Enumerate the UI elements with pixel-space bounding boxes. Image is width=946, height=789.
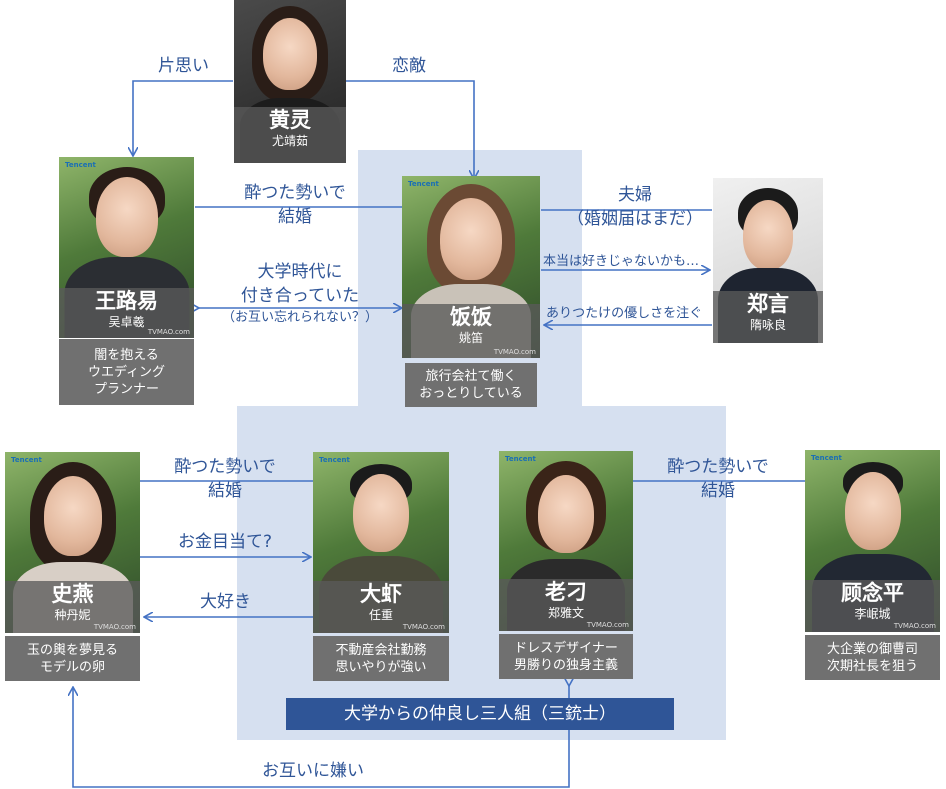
name-wangluyi: 王路易	[95, 289, 158, 313]
line-kataomoi	[133, 80, 233, 155]
label-kindness: ありつたけの優しさを注ぐ	[546, 306, 703, 321]
portrait-fanfan: Tencent 饭饭 姚笛 TVMAO.com	[402, 176, 540, 358]
desc-line: ドレスデザイナー	[514, 640, 618, 656]
name-gunianping: 顾念平	[841, 581, 904, 605]
actor-huangling: 尤靖茹	[271, 134, 308, 148]
watermark: TVMAO.com	[493, 348, 536, 356]
label-koigataki: 恋敵	[392, 56, 426, 76]
actor-laodao: 郑雅文	[547, 606, 584, 620]
desc-fanfan: 旅行会社て働く おっとりしている	[405, 363, 537, 407]
label-college: 大学時代に 付き合っていた （お互い忘れられない？）	[205, 262, 395, 326]
watermark: TVMAO.com	[402, 623, 445, 631]
label-line: （お互い忘れられない？）	[221, 310, 378, 325]
desc-wangluyi: 闇を抱える ウエディング プランナー	[59, 339, 194, 405]
desc-shiyan: 玉の輿を夢見る モデルの卵	[5, 636, 140, 681]
label-not-love: 本当は好きじゃないかも…	[543, 254, 700, 269]
desc-line: ウエディング	[87, 364, 166, 380]
line-hate	[73, 685, 569, 788]
desc-line: おっとりしている	[419, 386, 523, 401]
label-money: お金目当て?	[178, 532, 273, 552]
actor-wangluyi: 吴卓羲	[108, 315, 145, 329]
label-drunk-marriage-1: 酔つた勢いで 結婚	[230, 183, 360, 227]
desc-line: 男勝りの独身主義	[513, 657, 618, 673]
actor-gunianping: 李岷城	[854, 607, 891, 621]
label-daisuki: 大好き	[200, 592, 251, 612]
watermark: TVMAO.com	[93, 623, 136, 631]
line-koigataki	[346, 80, 474, 178]
label-line: 酔つた勢いで	[244, 183, 346, 203]
label-line: （婚姻届はまだ）	[567, 209, 703, 229]
name-daxia: 大虾	[360, 582, 402, 606]
portrait-laodao: Tencent 老刁 郑雅文 TVMAO.com	[499, 451, 633, 631]
desc-gunianping: 大企業の御曹司 次期社長を狙う	[805, 635, 940, 680]
desc-line: 不動産会社勤務	[335, 642, 427, 658]
watermark: TVMAO.com	[586, 621, 629, 629]
label-hate: お互いに嫌い	[262, 761, 364, 781]
label-line: 付き合っていた	[240, 286, 360, 306]
actor-daxia: 任重	[368, 608, 393, 622]
label-line: 結婚	[278, 207, 312, 227]
actor-fanfan: 姚笛	[458, 331, 483, 345]
label-drunk-marriage-2: 酔つた勢いで 結婚	[160, 457, 290, 501]
name-fanfan: 饭饭	[450, 305, 492, 329]
desc-daxia: 不動産会社勤務 思いやりが強い	[313, 636, 449, 681]
portrait-huangling: 黄灵 尤靖茹	[234, 0, 346, 163]
desc-line: モデルの卵	[39, 659, 105, 675]
desc-line: プランナー	[93, 381, 159, 397]
label-line: 結婚	[701, 481, 735, 501]
portrait-zhengyan: 郑言 隋咏良	[713, 178, 823, 343]
label-drunk-marriage-3: 酔つた勢いで 結婚	[653, 457, 783, 501]
portrait-shiyan: Tencent 史燕 种丹妮 TVMAO.com	[5, 452, 140, 633]
name-zhengyan: 郑言	[747, 292, 789, 316]
label-couple: 夫婦 （婚姻届はまだ）	[560, 185, 710, 229]
watermark: TVMAO.com	[893, 622, 936, 630]
desc-laodao: ドレスデザイナー 男勝りの独身主義	[499, 634, 633, 679]
desc-line: 次期社長を狙う	[826, 658, 918, 674]
trio-banner: 大学からの仲良し三人組（三銃士）	[286, 698, 674, 730]
watermark: TVMAO.com	[147, 328, 190, 336]
label-line: 夫婦	[618, 185, 652, 205]
label-line: 大学時代に	[257, 262, 343, 282]
portrait-daxia: Tencent 大虾 任重 TVMAO.com	[313, 452, 449, 633]
desc-line: 大企業の御曹司	[826, 641, 918, 657]
label-line: 酔つた勢いで	[174, 457, 276, 477]
desc-line: 玉の輿を夢見る	[26, 642, 118, 658]
portrait-gunianping: Tencent 顾念平 李岷城 TVMAO.com	[805, 450, 940, 632]
name-laodao: 老刁	[545, 580, 587, 604]
desc-line: 旅行会社て働く	[425, 369, 517, 384]
desc-line: 思いやりが強い	[335, 659, 427, 675]
name-shiyan: 史燕	[51, 582, 94, 606]
name-huangling: 黄灵	[269, 108, 311, 132]
desc-line: 闇を抱える	[94, 347, 159, 363]
label-line: 酔つた勢いで	[667, 457, 769, 477]
label-kataomoi: 片思い	[158, 56, 209, 76]
actor-zhengyan: 隋咏良	[749, 318, 786, 332]
label-line: 結婚	[208, 481, 242, 501]
actor-shiyan: 种丹妮	[54, 608, 91, 622]
portrait-wangluyi: Tencent 王路易 吴卓羲 TVMAO.com	[59, 157, 194, 338]
